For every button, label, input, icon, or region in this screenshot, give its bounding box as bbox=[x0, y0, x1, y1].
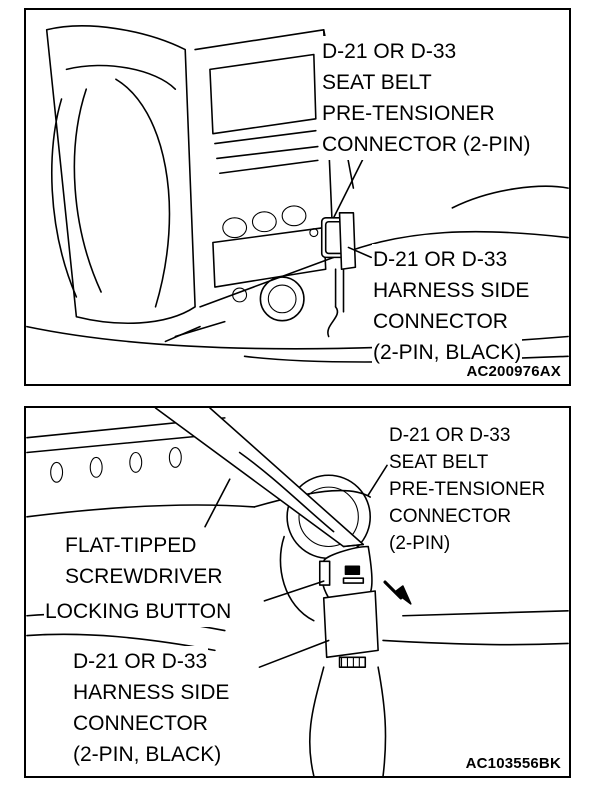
harness-side-connector-label-bottom: D-21 OR D-33 HARNESS SIDE CONNECTOR (2-P… bbox=[72, 646, 231, 770]
figure-code: AC200976AX bbox=[464, 363, 563, 380]
top-leader-lines bbox=[332, 147, 373, 259]
disconnect-procedure-drawing bbox=[26, 408, 569, 776]
pretensioner-connector-label: D-21 OR D-33 SEAT BELT PRE-TENSIONER CON… bbox=[321, 36, 532, 160]
locking-button-label: LOCKING BUTTON bbox=[44, 596, 233, 627]
figure-code-bottom: AC103556BK bbox=[463, 755, 563, 772]
bottom-illustration-panel: D-21 OR D-33 SEAT BELT PRE-TENSIONER CON… bbox=[24, 406, 571, 778]
top-illustration-panel: D-21 OR D-33 SEAT BELT PRE-TENSIONER CON… bbox=[24, 8, 571, 386]
flat-tipped-screwdriver-label: FLAT-TIPPED SCREWDRIVER bbox=[64, 530, 224, 592]
pretensioner-connector-label-bottom: D-21 OR D-33 SEAT BELT PRE-TENSIONER CON… bbox=[388, 422, 547, 557]
harness-side-connector-label: D-21 OR D-33 HARNESS SIDE CONNECTOR (2-P… bbox=[372, 244, 531, 368]
bottom-leader-lines bbox=[204, 464, 388, 668]
